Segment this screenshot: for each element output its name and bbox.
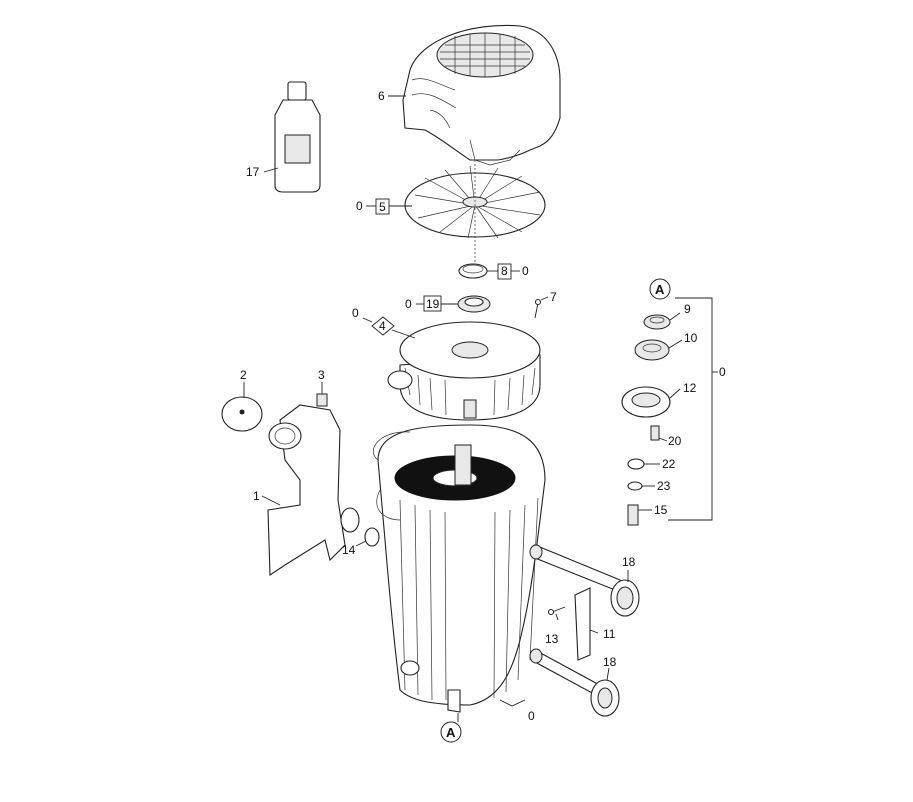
fan-cover-part-6 [402,24,561,166]
callout-6: 6 [378,89,385,103]
callout-0-19: 0 [405,297,412,311]
bearing-part-9 [643,314,671,330]
callout-18-bottom: 18 [603,655,617,669]
washer-part-23 [627,481,643,491]
callout-22: 22 [662,457,676,471]
screw-part-13 [547,606,566,616]
callout-23: 23 [657,479,671,493]
bearing-part-19 [457,295,491,313]
callout-14: 14 [342,543,356,557]
callout-boxes [371,198,512,336]
svg-text:A: A [446,725,456,740]
screw-part-3 [316,393,328,407]
o-ring-part-14 [364,527,380,547]
callout-20: 20 [668,434,682,448]
callout-12: 12 [683,381,697,395]
screw-part-15 [627,504,639,526]
cap-part-2 [221,396,263,432]
callout-5: 5 [379,200,386,214]
oil-tank-part-1 [267,404,360,577]
callout-17: 17 [246,165,260,179]
leader-lines [243,95,683,722]
callout-0-bottom: 0 [528,709,535,723]
callout-19: 19 [426,297,440,311]
bracket-part-0-right [668,297,718,521]
bearing-part-10 [634,339,670,361]
callout-10: 10 [684,331,698,345]
bearing-part-18-bottom [590,679,620,717]
oil-bottle-part-17 [274,81,321,193]
callout-0-right: 0 [719,365,726,379]
callout-labels: 6 0 5 17 8 0 0 19 7 0 4 2 3 1 14 9 10 12… [240,89,726,723]
callout-8: 8 [501,264,508,278]
callout-11: 11 [603,627,616,641]
callout-4: 4 [379,319,386,333]
marker-a-bottom: A [440,721,462,743]
callout-0-8: 0 [522,264,529,278]
callout-15: 15 [654,503,668,517]
callout-0-top: 0 [356,199,363,213]
callout-7: 7 [550,290,557,304]
ring-part-8 [458,263,488,279]
end-shield-part-4 [387,321,541,421]
fan-part-5 [404,160,546,262]
cam-part-12 [621,386,671,418]
callout-0-4: 0 [352,306,359,320]
callout-3: 3 [318,368,325,382]
callout-1: 1 [253,489,260,503]
callout-9: 9 [684,302,691,316]
screw-part-7 [534,298,542,319]
marker-a-top: A [649,278,671,300]
callout-13: 13 [545,632,559,646]
key-part-20 [650,425,660,441]
plate-part-11 [574,587,591,661]
bearing-part-18-top [610,579,640,617]
callout-2: 2 [240,368,247,382]
washer-part-22 [627,458,645,470]
svg-text:A: A [655,282,665,297]
callout-18-top: 18 [622,555,636,569]
motor-housing [372,424,621,713]
